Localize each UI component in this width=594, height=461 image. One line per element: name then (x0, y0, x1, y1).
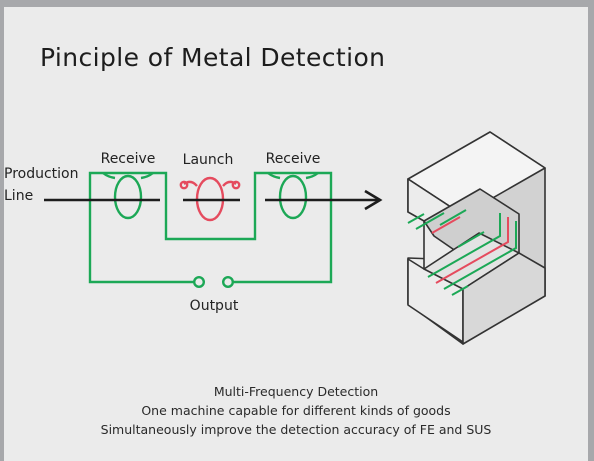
output-terminal-left (192, 276, 205, 289)
metal-detector-machine-illustration (407, 131, 546, 345)
content-panel: Pinciple of Metal Detection (4, 7, 588, 461)
caption-line-1: Multi-Frequency Detection (213, 384, 379, 399)
output-terminal-right (221, 276, 234, 289)
machine-coil-lines (407, 209, 517, 296)
caption-line-2: One machine capable for different kinds … (141, 403, 451, 418)
launch-label: Launch (183, 152, 234, 168)
receive-left-label: Receive (101, 151, 156, 167)
production-line-label-2: Line (4, 188, 33, 204)
production-line-arrow (44, 189, 383, 211)
caption-block: Multi-Frequency Detection One machine ca… (4, 382, 588, 439)
receive-coil-circuit (88, 171, 333, 289)
production-line-label-1: Production (4, 166, 78, 182)
page-title: Pinciple of Metal Detection (40, 43, 386, 72)
receive-right-coil-icon (278, 174, 308, 220)
output-label: Output (190, 298, 239, 314)
receive-left-coil-icon (113, 174, 143, 220)
metal-detection-diagram: Production Line Receive Launch Receive O… (4, 131, 546, 345)
receive-right-label: Receive (266, 151, 321, 167)
caption-line-3: Simultaneously improve the detection acc… (100, 422, 492, 437)
